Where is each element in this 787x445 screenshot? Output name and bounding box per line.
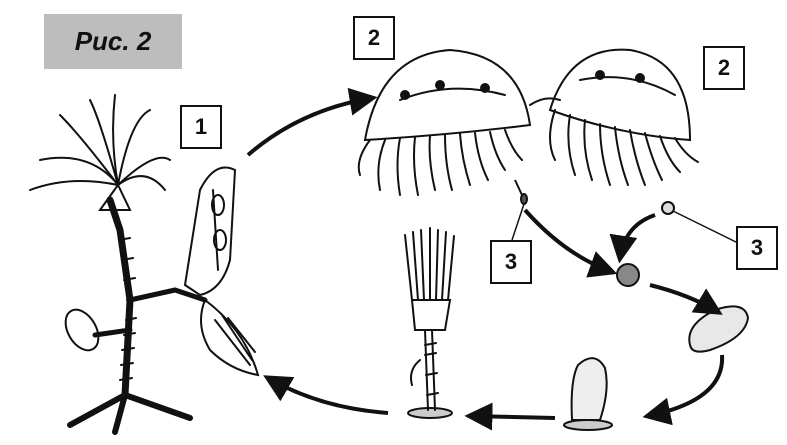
medusa-icon	[359, 50, 530, 195]
polyp-colony-icon	[30, 95, 258, 432]
young-polyp-icon	[564, 358, 612, 430]
label-polyp-colony: 1	[180, 105, 222, 149]
label-egg-right: 3	[736, 226, 778, 270]
young-polyp-icon	[405, 228, 454, 418]
label-egg-left: 3	[490, 240, 532, 284]
label-medusa-left: 2	[353, 16, 395, 60]
planula-larva-icon	[689, 306, 748, 351]
figure-caption: Рис. 2	[44, 14, 182, 69]
gamete-icon	[515, 180, 674, 214]
zygote-icon	[617, 264, 639, 286]
arrow-icon	[248, 98, 722, 418]
medusa-icon	[530, 50, 698, 185]
label-medusa-right: 2	[703, 46, 745, 90]
